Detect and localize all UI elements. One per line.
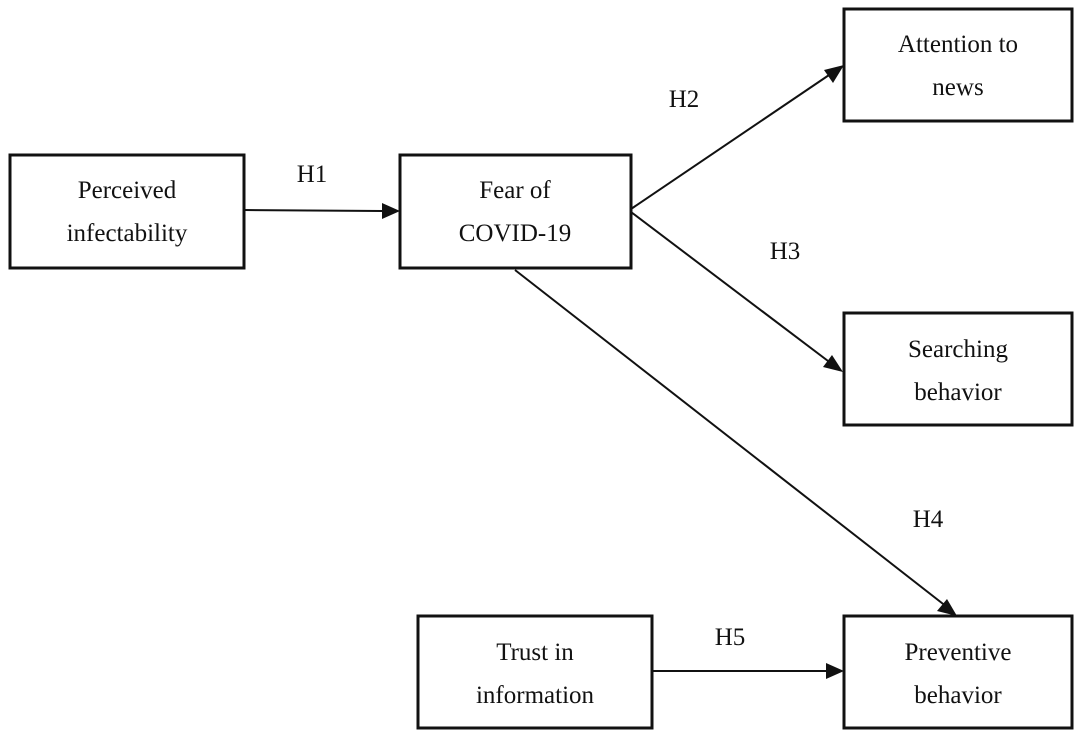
edge-h2-label: H2 bbox=[669, 86, 700, 113]
edge-h2-arrowhead bbox=[824, 65, 844, 83]
node-perceived-infectability-box bbox=[8, 153, 246, 270]
node-searching-behavior-box bbox=[842, 311, 1074, 427]
node-searching-behavior-line-2: behavior bbox=[914, 379, 1002, 406]
edge-h3-arrowhead bbox=[823, 355, 843, 372]
node-attention-to-news: Attention to news bbox=[842, 7, 1074, 123]
node-preventive-behavior-line-1: Preventive bbox=[905, 639, 1012, 666]
edge-h4-arrowhead bbox=[937, 599, 957, 616]
edge-h4-label: H4 bbox=[913, 506, 944, 533]
edge-h4-line bbox=[514, 269, 948, 608]
node-fear-of-covid-19-line-1: Fear of bbox=[479, 177, 551, 204]
edge-h3-label: H3 bbox=[770, 238, 801, 265]
edge-h1: H1 bbox=[243, 161, 400, 219]
edge-h5: H5 bbox=[652, 624, 844, 679]
node-preventive-behavior-line-2: behavior bbox=[914, 682, 1002, 709]
node-fear-of-covid-19: Fear of COVID-19 bbox=[398, 153, 633, 270]
node-searching-behavior: Searching behavior bbox=[842, 311, 1074, 427]
node-preventive-behavior-box bbox=[842, 614, 1074, 730]
node-attention-to-news-line-2: news bbox=[932, 74, 983, 101]
node-attention-to-news-line-1: Attention to bbox=[898, 31, 1018, 58]
edge-h3: H3 bbox=[630, 211, 843, 372]
node-perceived-infectability-line-1: Perceived bbox=[78, 177, 177, 204]
edge-h5-label: H5 bbox=[715, 624, 746, 651]
node-trust-in-information-line-1: Trust in bbox=[496, 639, 574, 666]
edge-h1-line bbox=[243, 209, 387, 212]
node-trust-in-information-line-2: information bbox=[476, 682, 595, 709]
edge-h1-arrowhead bbox=[382, 203, 400, 219]
node-fear-of-covid-19-line-2: COVID-19 bbox=[459, 220, 572, 247]
node-trust-in-information: Trust in information bbox=[416, 614, 654, 730]
node-perceived-infectability: Perceived infectability bbox=[8, 153, 246, 270]
edge-h2: H2 bbox=[630, 65, 844, 210]
node-searching-behavior-line-1: Searching bbox=[908, 336, 1008, 363]
edge-h3-line bbox=[630, 211, 833, 365]
edge-h5-arrowhead bbox=[826, 663, 844, 679]
node-attention-to-news-box bbox=[842, 7, 1074, 123]
node-preventive-behavior: Preventive behavior bbox=[842, 614, 1074, 730]
edge-h2-line bbox=[630, 72, 833, 210]
edge-h4: H4 bbox=[514, 269, 957, 616]
edge-h1-label: H1 bbox=[297, 161, 328, 188]
node-perceived-infectability-line-2: infectability bbox=[67, 220, 188, 247]
node-fear-of-covid-19-box bbox=[398, 153, 633, 270]
node-trust-in-information-box bbox=[416, 614, 654, 730]
